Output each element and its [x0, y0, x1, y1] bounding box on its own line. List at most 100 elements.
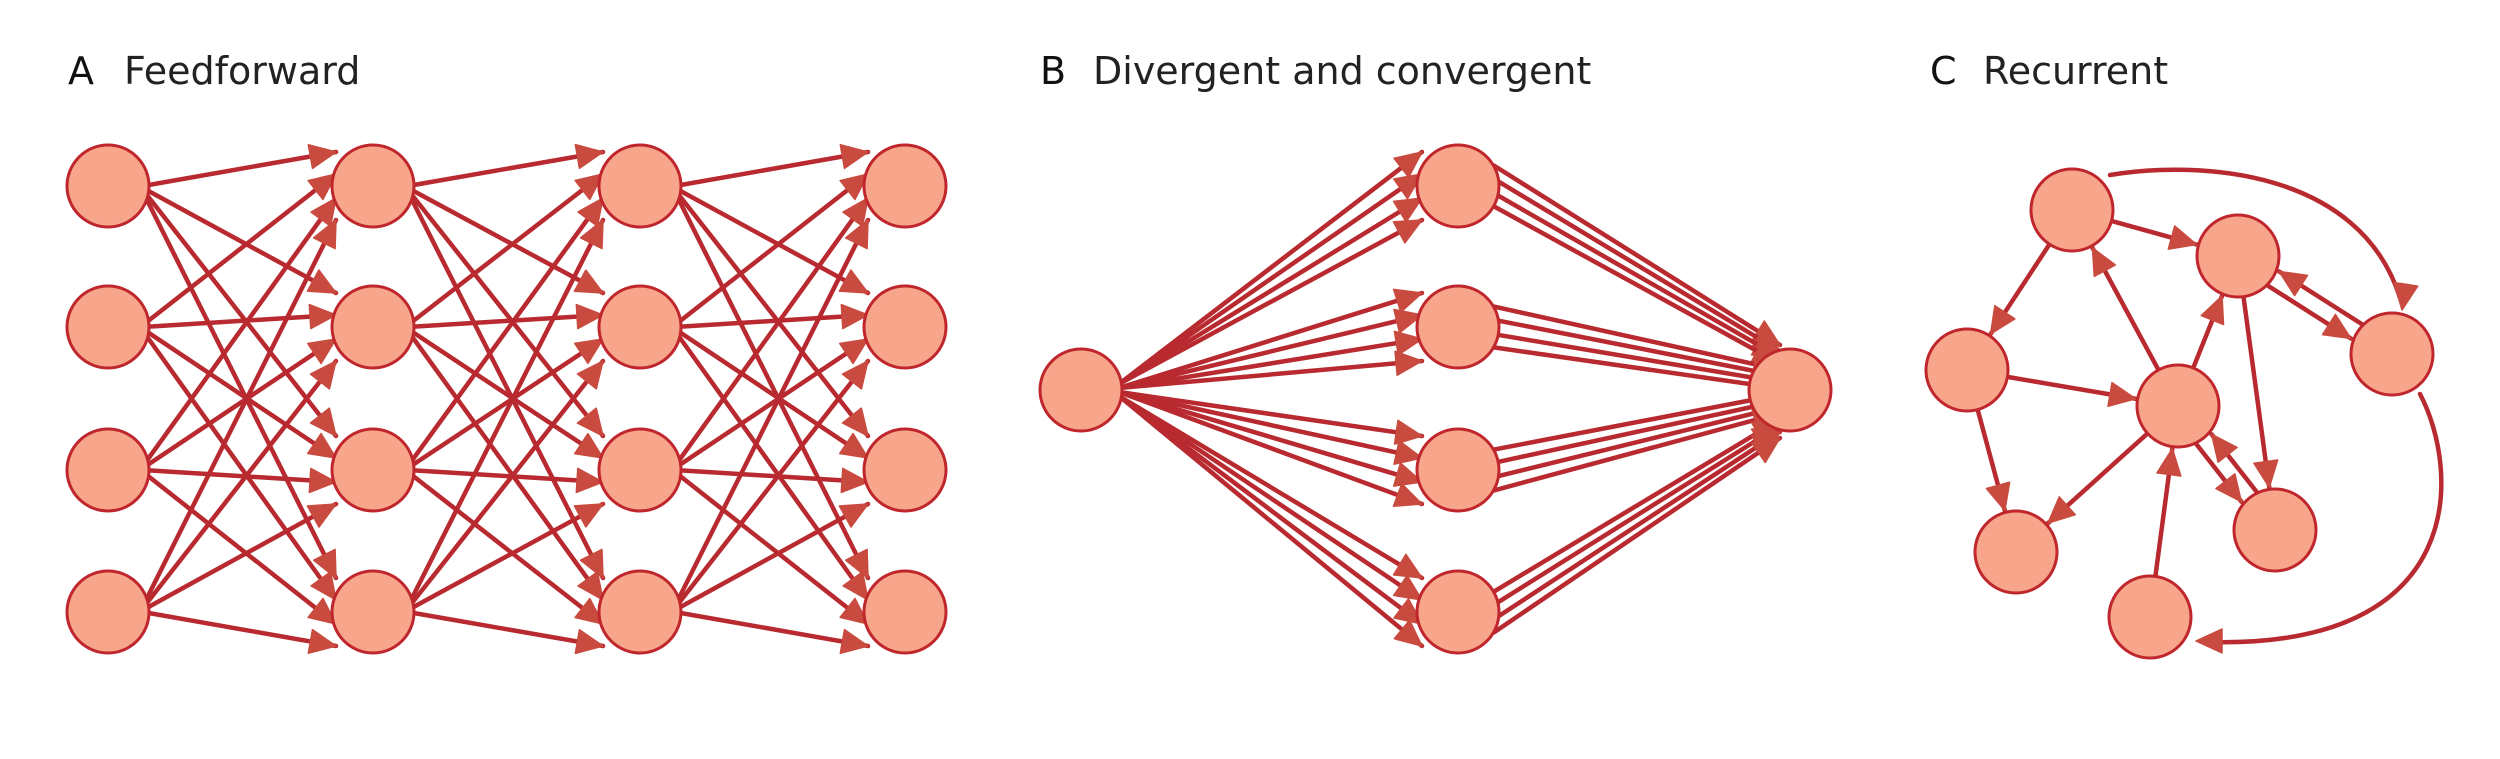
ff-edge-l1-s1-t3-arrowhead: [577, 571, 604, 601]
ff-edge-l2-s3-t0-arrowhead: [844, 219, 869, 250]
ff-edge-l0-s1-t2: [140, 326, 339, 461]
rec-node-n2: [2195, 213, 2281, 299]
ff-node-col3-row2: [862, 427, 948, 513]
ff-node-col3-row0: [862, 143, 948, 229]
rec-edge-n5-n6-arrowhead: [2047, 496, 2077, 524]
ff-edge-l2-s1-t0-arrowhead: [839, 173, 869, 201]
conv-edge-2-0: [1491, 392, 1783, 452]
ff-edge-l0-s1-t1-arrowhead: [308, 303, 337, 330]
rec-edge-n3-n8-loop-arrowhead: [2195, 628, 2223, 654]
div-edge-1-3-arrowhead: [1394, 350, 1423, 377]
ff-node-col3-row1: [862, 284, 948, 370]
ff-edge-l2-s1-t2: [672, 326, 871, 461]
conv-edge-2-1: [1491, 398, 1783, 466]
ff-edge-l1-s2-t2-arrowhead: [575, 467, 604, 494]
ff-edge-l0-s2-t2-arrowhead: [308, 467, 337, 494]
div-edge-1-2-arrowhead: [1393, 330, 1423, 356]
div-middle-node-2: [1415, 427, 1501, 513]
div-edge-2-2-arrowhead: [1392, 462, 1423, 487]
ff-edge-l0-s3-t2-arrowhead: [306, 503, 337, 528]
ff-edge-l1-s1-t0: [405, 171, 606, 328]
rec-edge-n4-n6-arrowhead: [1985, 481, 2011, 512]
panel-b-title: Divergent and convergent: [1093, 49, 1591, 93]
div-edge-3-3-arrowhead: [1393, 619, 1423, 647]
ff-edge-l1-s1-t0-arrowhead: [574, 173, 604, 201]
rec-node-n7: [2232, 487, 2318, 573]
ff-node-col0-row3: [65, 569, 151, 655]
ff-edge-l2-s3-t3: [672, 609, 871, 649]
ff-edge-l2-s2-t0-arrowhead: [842, 197, 869, 227]
ff-edge-l0-s2-t0-arrowhead: [310, 197, 337, 227]
conv-edge-1-0: [1491, 304, 1783, 373]
ff-node-col3-row3: [862, 569, 948, 655]
panel-b-letter: B: [1040, 49, 1066, 93]
div-edge-1-1-arrowhead: [1393, 308, 1423, 334]
ff-edge-l1-s0-t2: [405, 187, 606, 439]
conv-edge-3-0: [1491, 417, 1783, 594]
ff-edge-l2-s0-t2-arrowhead: [841, 407, 869, 437]
div-edge-1-3: [1116, 358, 1425, 391]
ff-edge-l1-s0-t0-arrowhead: [574, 143, 604, 170]
ff-edge-l2-s1-t1: [672, 312, 871, 330]
ff-edge-l2-s1-t3-arrowhead: [842, 571, 869, 601]
rec-edge-n5-n2-arrowhead: [2200, 295, 2225, 326]
ff-edge-l0-s2-t1-arrowhead: [306, 338, 337, 365]
ff-edge-l1-s3-t2-arrowhead: [573, 503, 604, 528]
ff-edge-l2-s2-t3: [672, 469, 871, 627]
panel-c-nodes: [1924, 167, 2435, 660]
ff-edge-l2-s2-t0: [672, 195, 871, 469]
conv-edge-1-3: [1491, 345, 1783, 391]
div-edge-3-1-arrowhead: [1392, 574, 1423, 601]
ff-edge-l0-s0-t1: [140, 185, 339, 296]
ff-edge-l0-s1-t2-arrowhead: [306, 432, 337, 459]
conv-edge-0-0: [1491, 163, 1783, 348]
ff-edge-l0-s0-t0-arrowhead: [307, 143, 337, 170]
ff-edge-l0-s3-t1: [140, 358, 339, 611]
panel-a-edges: [140, 143, 871, 655]
ff-edge-l2-s3-t2: [672, 501, 871, 613]
panel-b-nodes: [1038, 143, 1833, 655]
ff-edge-l1-s1-t2-arrowhead: [573, 432, 604, 459]
ff-edge-l2-s0-t0-arrowhead: [839, 143, 869, 170]
panel-a-letter: A: [68, 49, 94, 93]
ff-edge-l0-s3-t0: [140, 217, 339, 609]
ff-node-col1-row2: [330, 427, 416, 513]
ff-edge-l1-s1-t2: [405, 326, 606, 461]
div-edge-2-1-arrowhead: [1393, 439, 1423, 465]
ff-node-col2-row0: [597, 143, 683, 229]
ff-edge-l2-s2-t1-arrowhead: [838, 338, 869, 365]
ff-edge-l1-s3-t3-arrowhead: [574, 628, 604, 655]
div-edge-3-0-arrowhead: [1392, 553, 1423, 579]
rec-node-n5: [2135, 363, 2221, 449]
panel-c-letter: C: [1930, 49, 1957, 93]
ff-edge-l1-s0-t3: [405, 189, 606, 581]
div-edge-0-1-arrowhead: [1393, 173, 1423, 200]
ff-edge-l0-s2-t0: [140, 195, 339, 469]
panel-c-title: Recurrent: [1983, 49, 2168, 93]
panel-b-heading: B Divergent and convergent: [1040, 49, 1591, 93]
ff-edge-l1-s3-t0-arrowhead: [579, 219, 604, 250]
ff-edge-l1-s0-t1-arrowhead: [573, 269, 604, 294]
ff-edge-l0-s2-t3: [140, 469, 339, 627]
div-middle-node-0: [1415, 143, 1501, 229]
ff-edge-l2-s3-t0: [672, 217, 871, 609]
ff-edge-l2-s0-t3-arrowhead: [844, 548, 869, 579]
ff-node-col0-row2: [65, 427, 151, 513]
ff-edge-l0-s1-t0: [140, 171, 339, 328]
ff-edge-l0-s3-t2: [140, 501, 339, 613]
rec-edge-n1-n3-loop-arrowhead: [2393, 281, 2419, 311]
rec-edge-n2-n3-arrowhead: [2321, 313, 2352, 340]
ff-edge-l1-s2-t0-arrowhead: [577, 197, 604, 227]
panel-a-feedforward-network: [65, 143, 948, 655]
ff-edge-l1-s2-t1: [405, 336, 606, 471]
ff-edge-l1-s3-t2: [405, 501, 606, 613]
div-middle-node-3: [1415, 569, 1501, 655]
rec-edge-n2-n7-arrowhead: [2253, 459, 2279, 489]
rec-edge-n3-n8-loop: [2203, 391, 2444, 645]
ff-edge-l2-s3-t2-arrowhead: [838, 503, 869, 528]
ff-edge-l2-s1-t0: [672, 171, 871, 328]
ff-edge-l0-s0-t2-arrowhead: [309, 407, 337, 437]
ff-node-col1-row1: [330, 284, 416, 370]
div-edge-1-1: [1116, 312, 1425, 391]
